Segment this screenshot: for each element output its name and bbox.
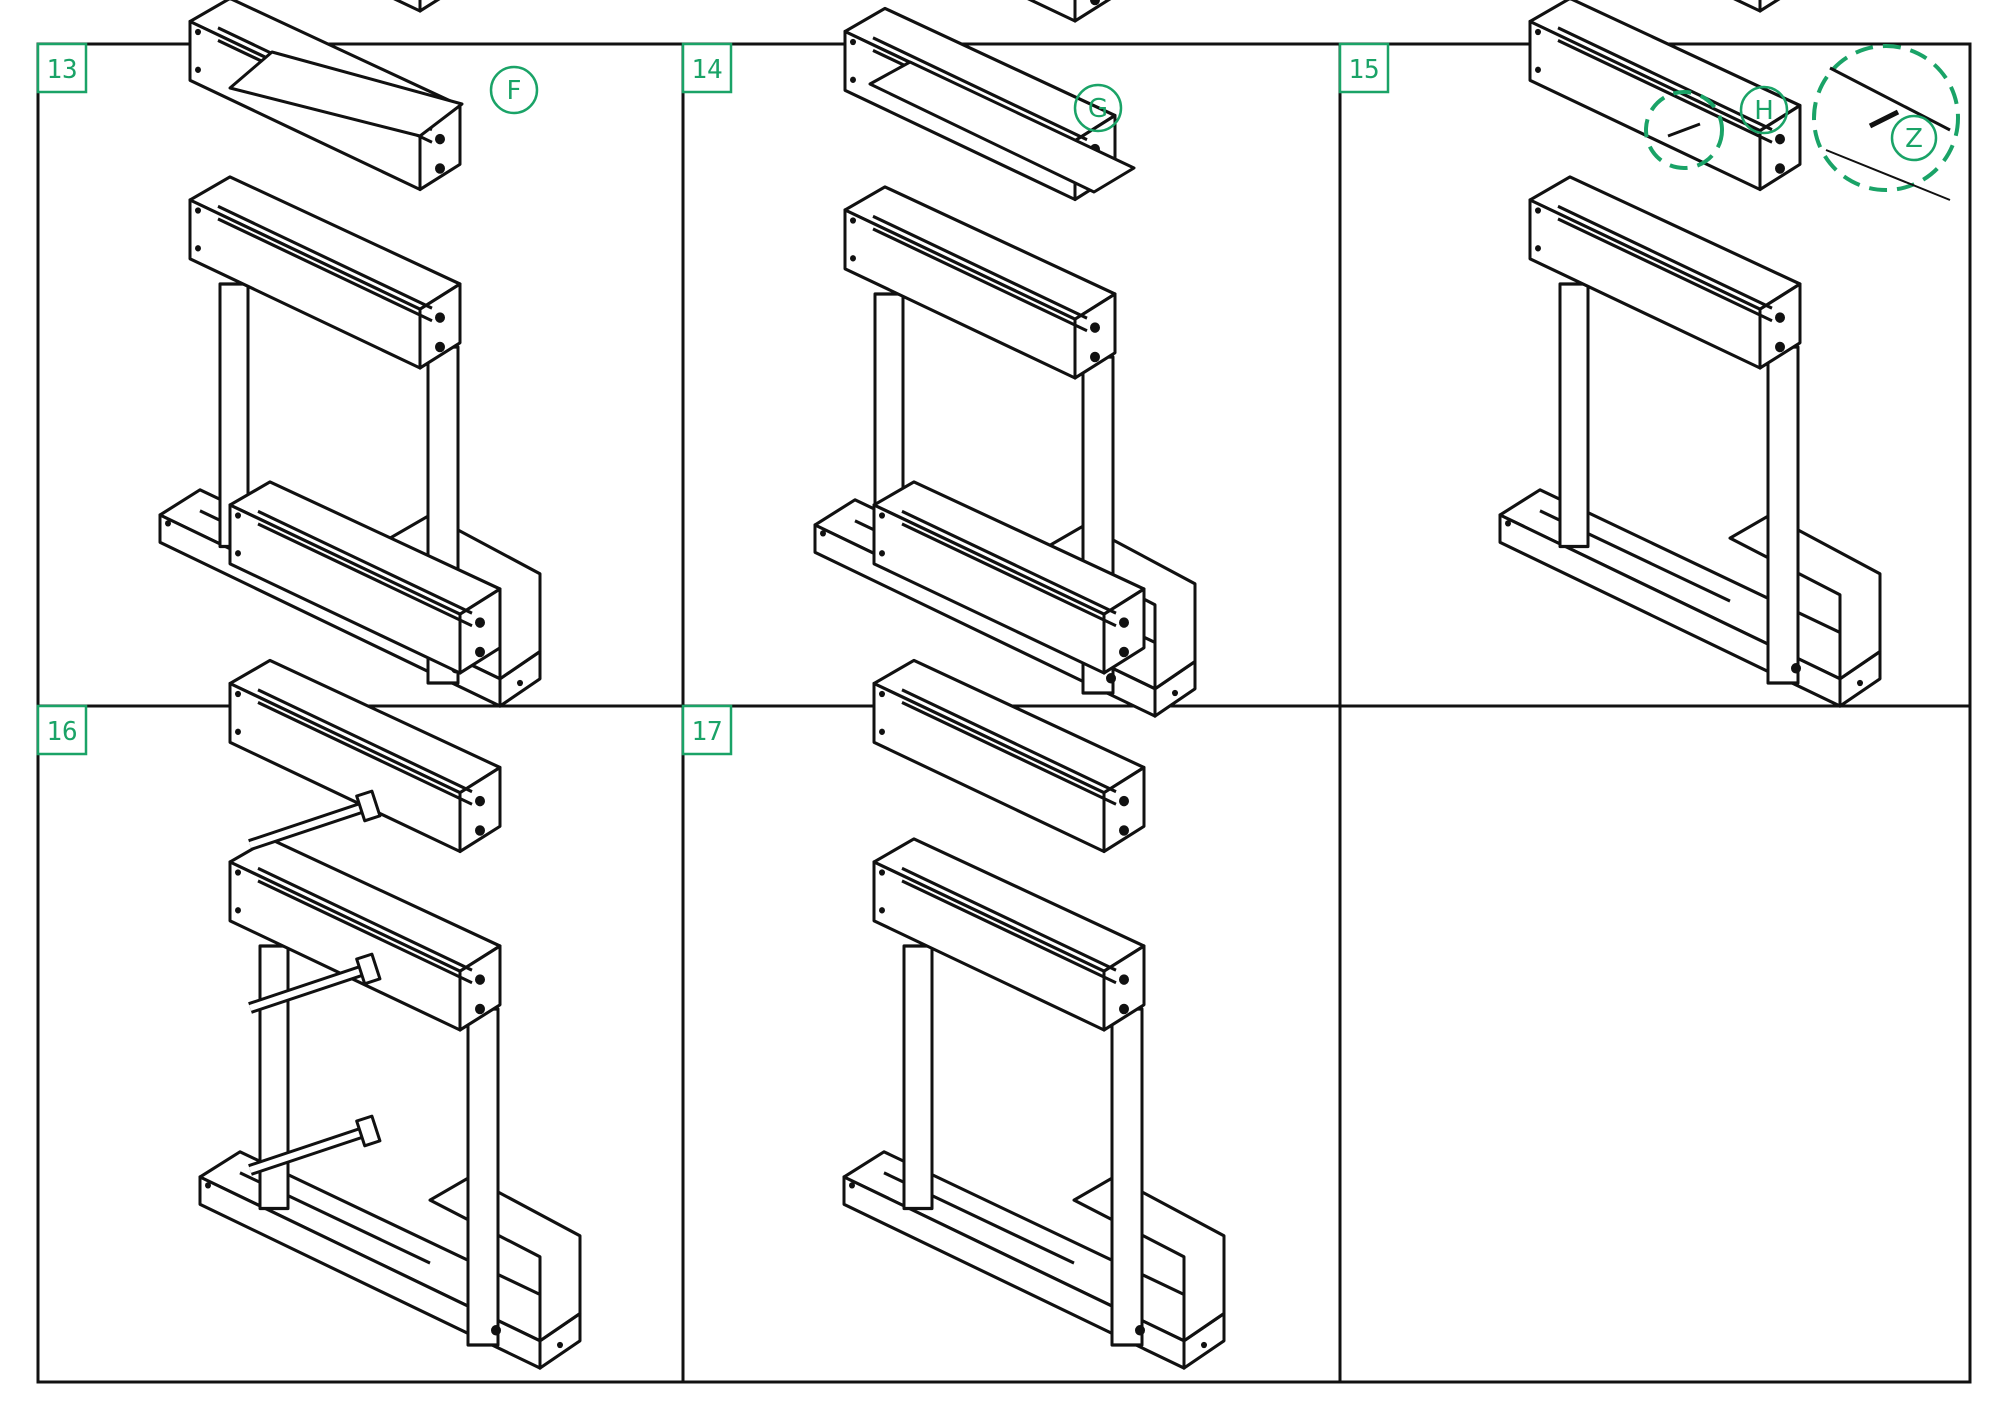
step-number-tag: 17	[681, 704, 733, 756]
step-panel: 15 H Z	[1338, 0, 1960, 706]
step-panel: 14 G	[681, 0, 1195, 716]
hammer-icon	[250, 791, 380, 845]
step-number: 17	[691, 717, 722, 747]
part-label: Z	[1905, 124, 1923, 154]
wooden-planter-drawing	[160, 0, 540, 706]
step-number: 13	[46, 55, 77, 85]
part-callout: F	[489, 65, 539, 115]
step-number-tag: 13	[36, 42, 88, 94]
part-label: G	[1088, 94, 1108, 124]
wooden-planter-drawing	[1500, 0, 1880, 706]
part-label: F	[507, 76, 522, 106]
part-label: H	[1754, 96, 1774, 126]
part-callout: G	[1073, 83, 1123, 133]
wooden-planter-drawing	[815, 0, 1195, 716]
step-number-tag: 14	[681, 42, 733, 94]
step-number-tag: 16	[36, 704, 88, 756]
step-number: 15	[1348, 55, 1379, 85]
step-number: 16	[46, 717, 77, 747]
screw-detail-icon	[1644, 90, 1724, 170]
part-callout: H	[1739, 85, 1789, 135]
step-panel: 13 F	[36, 0, 540, 706]
step-panel: 17	[681, 482, 1224, 1368]
step-number: 14	[691, 55, 722, 85]
step-panel: 16	[36, 482, 580, 1368]
step-number-tag: 15	[1338, 42, 1390, 94]
zoom-detail-circle: Z	[1812, 44, 1960, 201]
